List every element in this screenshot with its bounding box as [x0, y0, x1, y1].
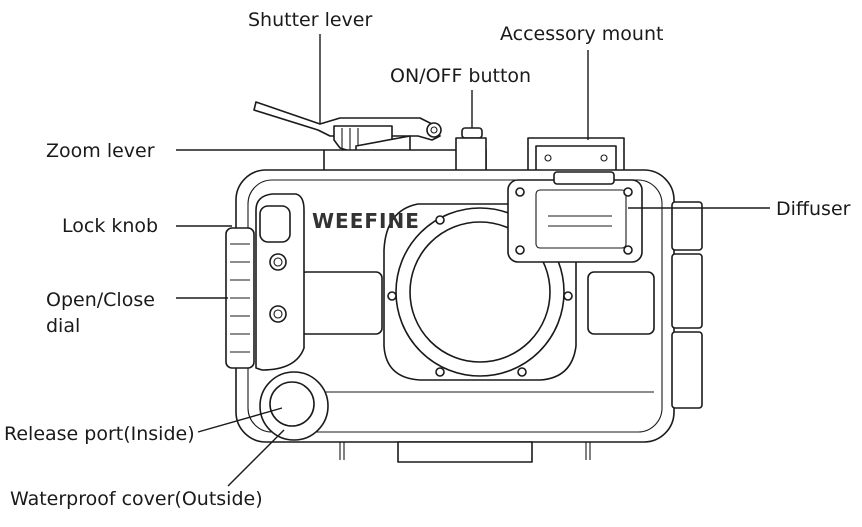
diffuser-drawing — [507, 171, 643, 263]
label-release-port: Release port(Inside) — [4, 423, 195, 445]
on-off-button-drawing — [455, 127, 487, 173]
label-lock-knob: Lock knob — [62, 215, 158, 237]
label-open-close-dial-line1: Open/Close — [46, 289, 155, 311]
release-port-drawing — [259, 371, 329, 441]
open-close-dial-drawing — [225, 227, 255, 369]
brand-logo-text: WEEFINE — [312, 209, 420, 233]
side-latches — [671, 201, 703, 409]
label-diffuser: Diffuser — [776, 198, 851, 220]
label-on-off-button: ON/OFF button — [390, 65, 531, 87]
accessory-mount-drawing — [527, 137, 625, 173]
leader-lines — [176, 34, 770, 487]
label-open-close-dial-line2: dial — [46, 315, 80, 337]
shutter-lever-drawing — [253, 101, 442, 141]
label-waterproof-cover: Waterproof cover(Outside) — [10, 488, 263, 510]
label-zoom-lever: Zoom lever — [46, 140, 155, 162]
label-accessory-mount: Accessory mount — [500, 23, 663, 45]
label-shutter-lever: Shutter lever — [248, 9, 372, 31]
left-grip — [255, 193, 305, 371]
